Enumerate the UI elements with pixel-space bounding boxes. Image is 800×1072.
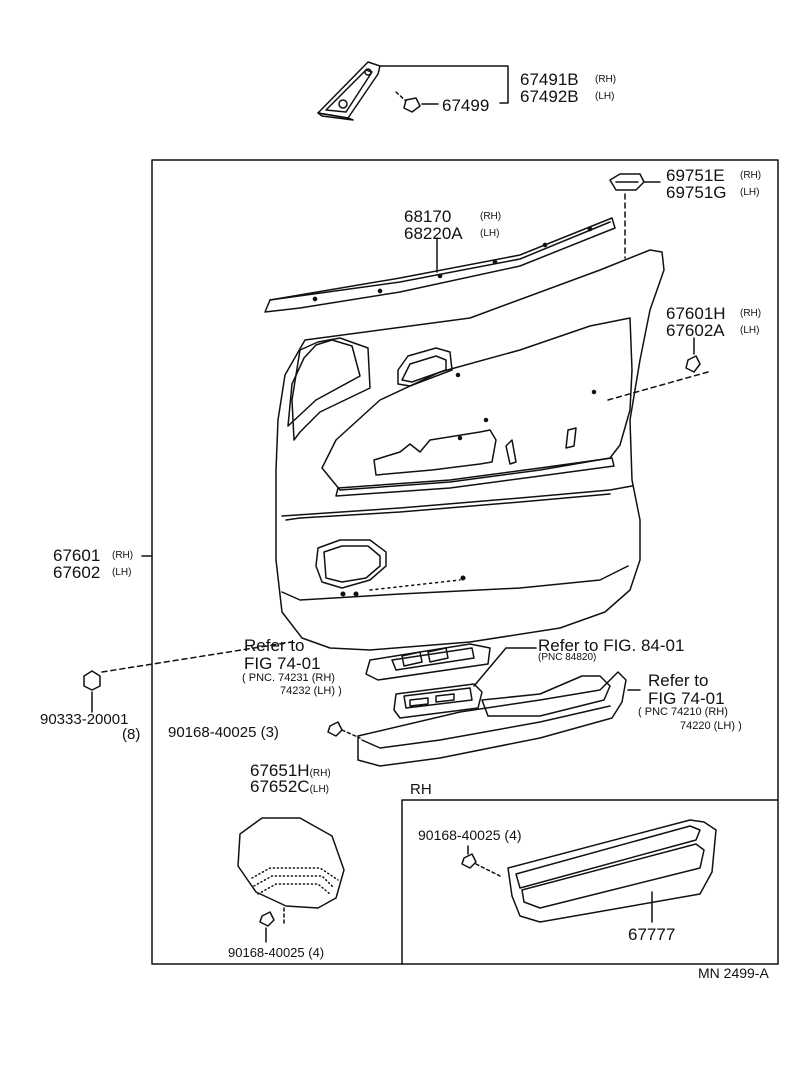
qualifier-rh: (RH) xyxy=(480,211,502,222)
part-number-90168-40025-qty4: 90168-40025 (4) xyxy=(228,945,325,960)
qualifier-lh: (LH) xyxy=(740,325,760,336)
qualifier-rh: (RH) xyxy=(112,550,134,561)
part-number-67492b: 67492B xyxy=(520,87,579,106)
window-switch xyxy=(393,647,537,719)
reference-note-1-pnc2: 74232 (LH) ) xyxy=(280,685,342,697)
screw-90168-3 xyxy=(327,721,361,739)
qualifier-lh: (LH) xyxy=(740,187,760,198)
part-number-67601: 67601 xyxy=(53,546,101,565)
quantity-90333: (8) xyxy=(122,726,141,743)
qualifier-rh: (RH) xyxy=(595,74,617,85)
part-number-68220a: 68220A xyxy=(404,224,463,243)
qualifier-rh: (RH) xyxy=(740,308,762,319)
part-number-67601h: 67601H xyxy=(666,304,726,323)
rh-box-label: RH xyxy=(410,781,432,798)
reference-note-3-pnc: ( PNC 74210 (RH) xyxy=(638,706,728,718)
part-number-90168-40025-qty3: 90168-40025 (3) xyxy=(168,724,279,741)
part-number-69751e: 69751E xyxy=(666,166,725,185)
leader-lines-top xyxy=(379,65,509,105)
part-number-69751g: 69751G xyxy=(666,183,727,202)
part-number-67491b: 67491B xyxy=(520,70,579,89)
part-number-67652c: 67652C(LH) xyxy=(250,777,330,796)
clip-90333 xyxy=(83,641,293,713)
reference-note-3-line2: FIG 74-01 xyxy=(648,689,725,708)
switch-bezel xyxy=(365,643,491,681)
weatherstrip-68170 xyxy=(264,217,616,313)
rh-box-frame xyxy=(401,799,779,965)
part-number-67602: 67602 xyxy=(53,563,101,582)
reference-note-1-line1: Refer to xyxy=(244,636,305,655)
clip-67601h xyxy=(607,337,709,401)
screw-90168-rh xyxy=(461,845,501,877)
part-number-67602a: 67602A xyxy=(666,321,725,340)
part-number-67777: 67777 xyxy=(628,925,676,944)
reference-note-3-pnc2: 74220 (LH) ) xyxy=(680,720,742,732)
part-number-90333-20001: 90333-20001 xyxy=(40,711,129,728)
clip-67499 xyxy=(395,91,421,113)
reference-note-1-line2: FIG 74-01 xyxy=(244,654,321,673)
door-trim-board xyxy=(275,249,665,651)
qualifier-rh: (RH) xyxy=(740,170,762,181)
qualifier-lh: (LH) xyxy=(595,91,615,102)
armrest-base xyxy=(357,671,641,767)
plug-69751e xyxy=(609,173,661,259)
reference-note-3-line1: Refer to xyxy=(648,671,709,690)
part-number-67651h: 67651H(RH) xyxy=(250,761,331,780)
reference-note-2-pnc: (PNC 84820) xyxy=(538,652,597,663)
drawing-number: MN 2499-A xyxy=(698,965,769,981)
part-number-90168-40025-rh: 90168-40025 (4) xyxy=(418,827,522,843)
qualifier-lh: (LH) xyxy=(112,567,132,578)
door-pocket-67777 xyxy=(507,819,717,923)
reference-note-2-line1: Refer to FIG. 84-01 xyxy=(538,636,685,655)
reference-note-1-pnc: ( PNC. 74231 (RH) xyxy=(242,672,335,684)
qualifier-lh: (LH) xyxy=(480,228,500,239)
main-frame xyxy=(151,159,779,965)
part-number-67499: 67499 xyxy=(442,96,490,115)
mirror-cover-part xyxy=(317,61,381,121)
part-number-68170: 68170 xyxy=(404,207,452,226)
speaker-grille xyxy=(237,817,345,943)
